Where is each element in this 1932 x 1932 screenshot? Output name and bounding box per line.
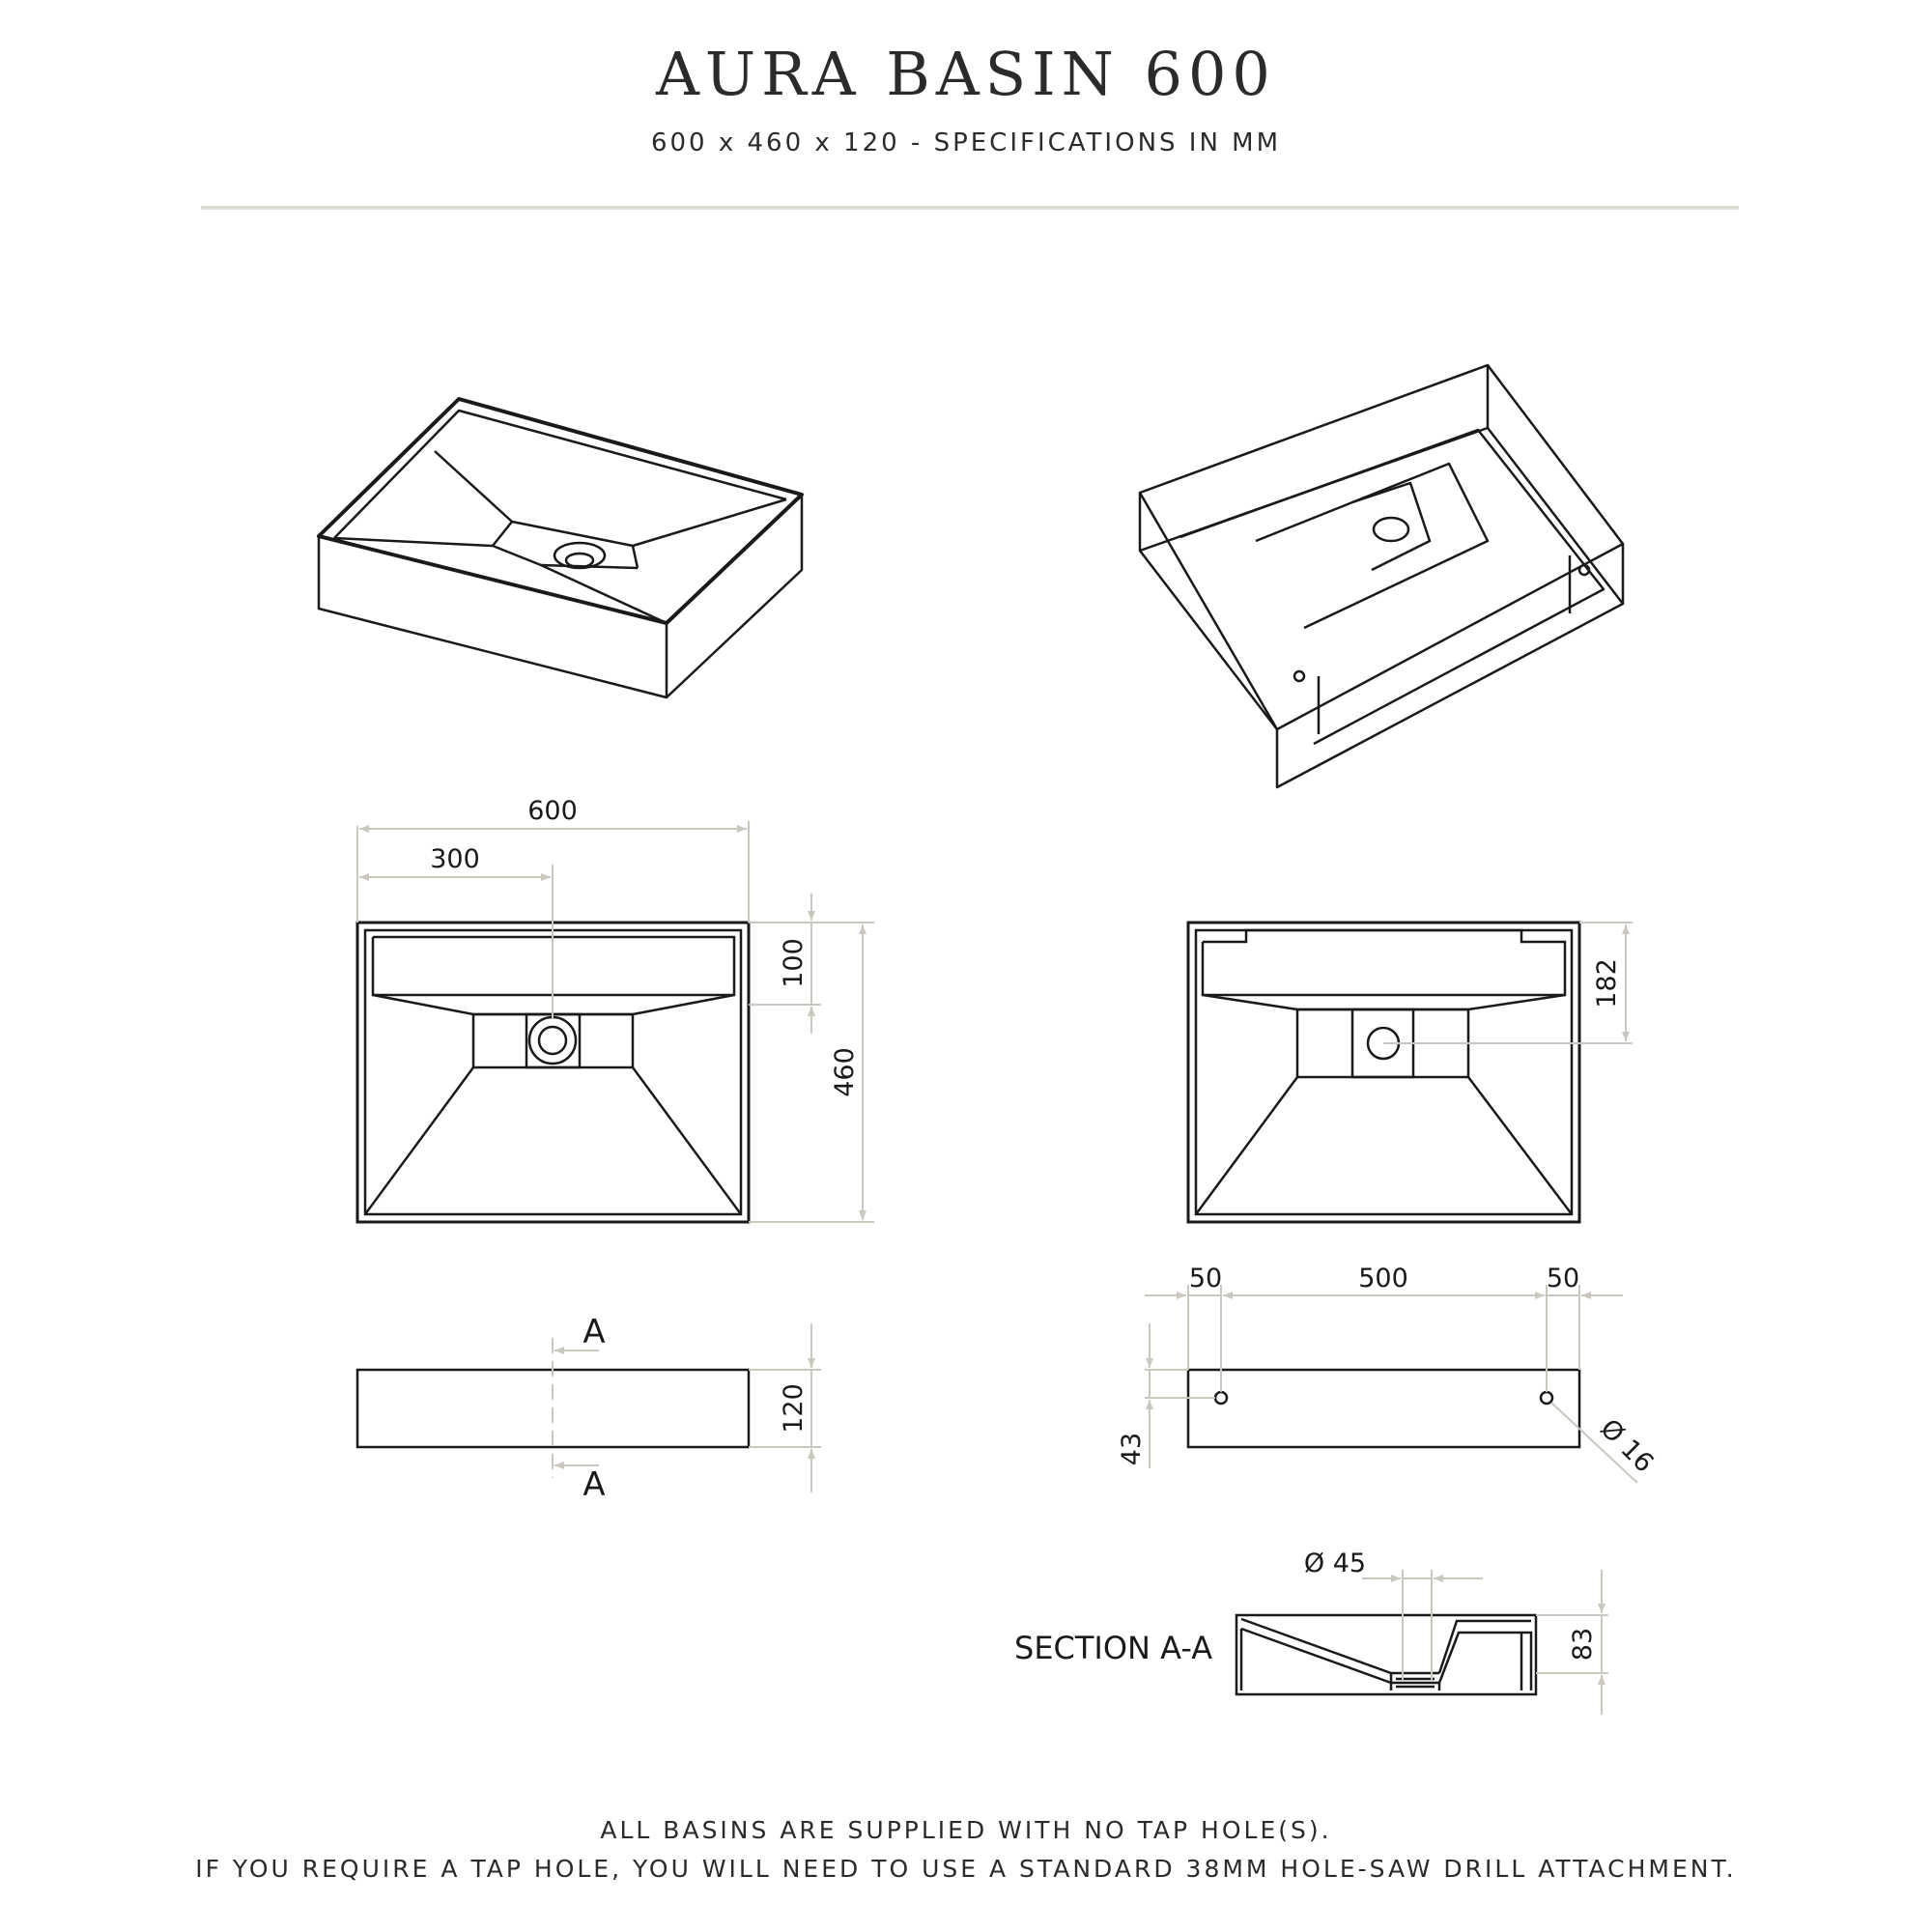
- top-view-dimensions: [356, 821, 874, 1223]
- dim-underside-depth: 182: [1592, 958, 1622, 1009]
- dim-section-height: 83: [1568, 1628, 1598, 1661]
- section-mark-bottom: A: [582, 1465, 605, 1504]
- dim-bracket-height: 43: [1117, 1433, 1147, 1465]
- page-subtitle: 600 x 460 x 120 - SPECIFICATIONS IN MM: [650, 128, 1282, 157]
- section-label: SECTION A-A: [1014, 1630, 1212, 1666]
- section-a-a-view: [1235, 1613, 1538, 1696]
- underside-plan-view: [1186, 921, 1581, 1224]
- dim-height: 120: [779, 1383, 809, 1434]
- dim-half-width: 300: [430, 844, 480, 874]
- dim-bracket-hole: Ø 16: [1594, 1413, 1659, 1478]
- dim-top-depth: 100: [779, 938, 809, 988]
- underside-dimensions: [1383, 922, 1633, 1044]
- section-dimensions: [1362, 1570, 1608, 1715]
- section-mark-top: A: [582, 1313, 605, 1351]
- header-divider: [201, 206, 1739, 210]
- section-cut-line: [552, 1323, 821, 1492]
- dim-bracket-mid: 500: [1358, 1264, 1408, 1293]
- bracket-elevation: [1186, 1368, 1581, 1449]
- dim-width: 600: [527, 796, 578, 826]
- dim-length: 460: [830, 1047, 860, 1097]
- footer-note-2: IF YOU REQUIRE A TAP HOLE, YOU WILL NEED…: [195, 1855, 1737, 1883]
- dim-waste-diameter: Ø 45: [1304, 1548, 1366, 1578]
- page-title: AURA BASIN 600: [656, 39, 1276, 109]
- isometric-underside-view: [1138, 363, 1625, 789]
- footer-note-1: ALL BASINS ARE SUPPLIED WITH NO TAP HOLE…: [600, 1816, 1332, 1844]
- dim-bracket-left: 50: [1189, 1264, 1222, 1293]
- bracket-dimensions: [1145, 1285, 1638, 1484]
- isometric-top-view: [317, 397, 804, 699]
- dim-bracket-right: 50: [1547, 1264, 1579, 1293]
